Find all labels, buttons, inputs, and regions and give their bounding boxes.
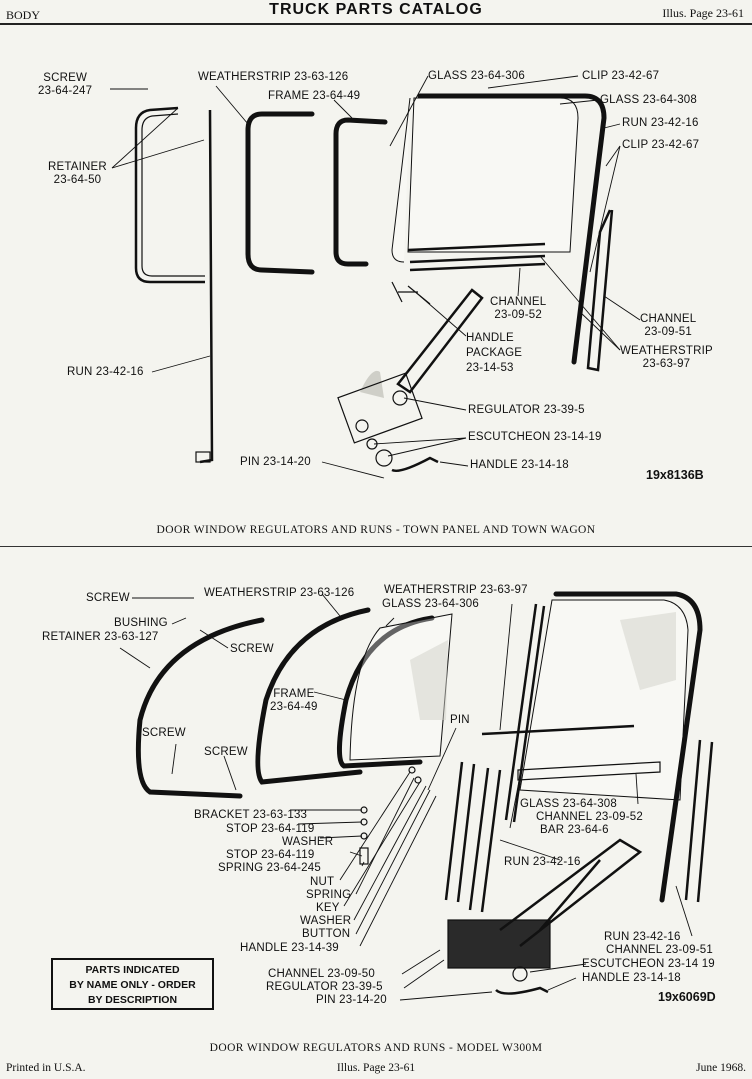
- regulator-arm: [499, 838, 643, 947]
- label-screw-4: SCREW: [204, 746, 248, 758]
- label-escutcheon: ESCUTCHEON 23-14-19: [468, 431, 602, 443]
- label-regulator: REGULATOR 23-39-5: [468, 404, 585, 416]
- label-retainer-127: RETAINER 23-63-127: [42, 631, 159, 643]
- frame-49-drawing: [336, 615, 435, 769]
- label-clip-1: CLIP 23-42-67: [582, 70, 660, 82]
- regulator-arm: [396, 288, 484, 394]
- label-channel-mid: CHANNEL 23-09-52: [490, 296, 547, 321]
- frame-drawing: [333, 117, 388, 267]
- handle-18-drawing: [495, 986, 549, 995]
- bottom-figure-caption: DOOR WINDOW REGULATORS AND RUNS - MODEL …: [209, 1042, 543, 1054]
- illustration-page-ref: Illus. Page 23-61: [662, 6, 744, 20]
- channel-52-drawing: [517, 761, 661, 781]
- top-figure-drawing: [110, 75, 641, 479]
- label-run-mid: RUN 23-42-16: [504, 856, 581, 868]
- label-retainer: RETAINER 23-64-50: [48, 161, 107, 186]
- label-pin-top: PIN: [450, 714, 470, 726]
- label-bushing: BUSHING: [114, 617, 168, 629]
- label-run-right: RUN 23-42-16: [622, 117, 699, 129]
- bottom-figure-code: 19x6069D: [658, 990, 716, 1004]
- label-run-left: RUN 23-42-16: [67, 366, 144, 378]
- bar-drawing: [481, 724, 635, 736]
- label-run-right: RUN 23-42-16: [604, 931, 681, 943]
- label-glass-308: GLASS 23-64-308: [520, 798, 617, 810]
- label-key: KEY: [316, 902, 340, 914]
- label-clip-2: CLIP 23-42-67: [622, 139, 700, 151]
- label-frame: FRAME 23-64-49: [268, 90, 361, 102]
- label-button: BUTTON: [302, 928, 351, 940]
- footer-date: June 1968.: [696, 1062, 746, 1074]
- retainer-curve-drawing: [135, 617, 265, 799]
- label-spring: SPRING: [306, 889, 352, 901]
- parts-note-box: PARTS INDICATED BY NAME ONLY - ORDER BY …: [51, 958, 214, 1010]
- channel-right-drawing: [586, 209, 614, 372]
- label-frame-49: FRAME 23-64-49: [270, 688, 318, 713]
- run-right-drawing: [417, 93, 607, 365]
- label-channel-50: CHANNEL 23-09-50: [268, 968, 375, 980]
- footer-printed: Printed in U.S.A.: [6, 1062, 86, 1074]
- label-escutcheon: ESCUTCHEON 23-14 19: [582, 958, 715, 970]
- label-glass-308: GLASS 23-64-308: [600, 94, 697, 106]
- top-figure-code: 19x8136B: [646, 468, 704, 482]
- label-handle-18: HANDLE 23-14-18: [582, 972, 681, 984]
- label-bracket: BRACKET 23-63-133: [194, 809, 308, 821]
- label-weatherstrip-126: WEATHERSTRIP 23-63-126: [204, 587, 355, 599]
- label-glass-306: GLASS 23-64-306: [382, 598, 479, 610]
- label-handle: HANDLE 23-14-18: [470, 459, 569, 471]
- weatherstrip-drawing: [245, 111, 315, 275]
- channel-51-drawing: [684, 739, 714, 903]
- escutcheon-drawing: [375, 449, 393, 467]
- weatherstrip-97-drawing: [512, 605, 546, 823]
- figure-divider: [0, 546, 752, 547]
- label-glass-306: GLASS 23-64-306: [428, 70, 525, 82]
- label-nut: NUT: [310, 876, 335, 888]
- label-pin-bottom: PIN 23-14-20: [316, 994, 387, 1006]
- glass-306-drawing: [391, 97, 411, 263]
- label-handle-package: HANDLE PACKAGE 23-14-53: [466, 332, 523, 374]
- label-stop-2: STOP 23-64-119: [226, 849, 315, 861]
- label-channel-51: CHANNEL 23-09-51: [606, 944, 713, 956]
- escutcheon-drawing: [512, 966, 528, 982]
- regulator-plate: [447, 919, 551, 969]
- label-spring-245: SPRING 23-64-245: [218, 862, 321, 874]
- label-regulator: REGULATOR 23-39-5: [266, 981, 383, 993]
- label-handle-39: HANDLE 23-14-39: [240, 942, 339, 954]
- run-right-drawing: [553, 591, 703, 903]
- label-washer-2: WASHER: [300, 915, 352, 927]
- section-name: BODY: [6, 8, 41, 22]
- top-figure-caption: DOOR WINDOW REGULATORS AND RUNS - TOWN P…: [156, 524, 596, 536]
- glass-308-drawing: [407, 97, 579, 253]
- label-bar: BAR 23-64-6: [540, 824, 609, 836]
- page-header: BODY TRUCK PARTS CATALOG Illus. Page 23-…: [0, 0, 752, 25]
- regulator-plate: [337, 372, 423, 444]
- label-channel-52: CHANNEL 23-09-52: [536, 811, 643, 823]
- retainer-drawing: [134, 106, 205, 284]
- label-screw-3: SCREW: [142, 727, 186, 739]
- catalog-title: TRUCK PARTS CATALOG: [269, 1, 483, 18]
- header-divider: [0, 23, 752, 25]
- footer-page-ref: Illus. Page 23-61: [336, 1062, 416, 1074]
- label-screw-2: SCREW: [230, 643, 274, 655]
- handle-drawing: [391, 456, 439, 472]
- label-weatherstrip: WEATHERSTRIP 23-63-126: [198, 71, 349, 83]
- bottom-figure-drawing: [119, 591, 714, 1001]
- run-left-drawing: [199, 109, 214, 464]
- label-weatherstrip-97: WEATHERSTRIP 23-63-97: [384, 584, 528, 596]
- label-pin: PIN 23-14-20: [240, 456, 311, 468]
- label-stop-1: STOP 23-64-119: [226, 823, 315, 835]
- glass-306-drawing: [349, 613, 453, 761]
- channel-50-drawing: [444, 761, 476, 903]
- label-weatherstrip-97: WEATHERSTRIP 23-63-97: [620, 345, 713, 370]
- label-screw-top: SCREW: [86, 592, 130, 604]
- label-channel-right: CHANNEL 23-09-51: [640, 313, 697, 338]
- label-washer-1: WASHER: [282, 836, 334, 848]
- weatherstrip-126-drawing: [255, 607, 371, 785]
- label-screw: SCREW 23-64-247: [38, 72, 93, 97]
